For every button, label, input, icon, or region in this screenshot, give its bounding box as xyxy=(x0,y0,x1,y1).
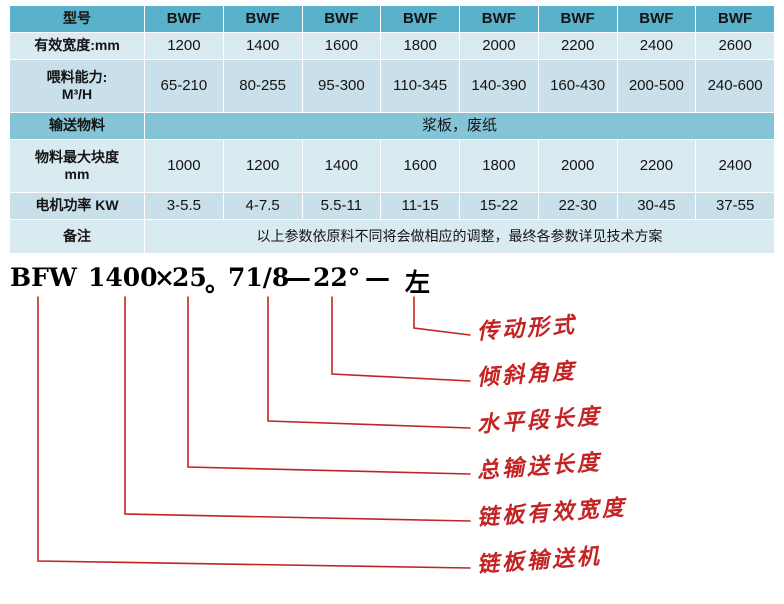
table-row-material: 输送物料 浆板，废纸 xyxy=(9,112,775,140)
model-code-part: 左 xyxy=(405,268,431,297)
value-cell: 37-55 xyxy=(695,192,775,220)
value-cell: 1600 xyxy=(380,139,460,193)
row-label: 喂料能力: M³/H xyxy=(9,59,145,113)
value-cell: 110-345 xyxy=(380,59,460,113)
model-code-part: — xyxy=(365,263,390,292)
value-cell: 1600 xyxy=(301,32,382,60)
value-cell: 140-390 xyxy=(459,59,539,113)
model-code-part: 1400 xyxy=(88,263,158,292)
callout-label-incline-angle: 倾斜角度 xyxy=(476,358,578,392)
model-code-part: BFW xyxy=(10,263,77,292)
value-cell: 2400 xyxy=(616,32,697,60)
model-code-part: 25 xyxy=(172,263,207,292)
value-cell: 160-430 xyxy=(537,59,618,113)
model-code-part: × xyxy=(154,263,175,292)
value-cell: 1800 xyxy=(380,32,460,60)
table-row-width: 有效宽度:mm 1200 1400 1600 1800 2000 2200 24… xyxy=(9,32,775,60)
callout-label-total-length: 总输送长度 xyxy=(476,449,603,485)
value-cell: 2400 xyxy=(695,139,775,193)
model-code-part: — xyxy=(286,263,311,292)
value-cell: 95-300 xyxy=(301,59,382,113)
value-cell: 1800 xyxy=(459,139,539,193)
value-cell: 2000 xyxy=(537,139,618,193)
value-cell: 80-255 xyxy=(222,59,303,113)
value-cell: 2200 xyxy=(616,139,697,193)
callout-label-horizontal-length: 水平段长度 xyxy=(476,403,603,439)
value-cell: BWF xyxy=(222,5,303,33)
value-cell: 200-500 xyxy=(616,59,697,113)
value-cell: 4-7.5 xyxy=(222,192,303,220)
table-row-max-size: 物料最大块度 mm 1000 1200 1400 1600 1800 2000 … xyxy=(9,139,775,193)
span-cell: 浆板，废纸 xyxy=(144,112,775,140)
callout-label-drive-type: 传动形式 xyxy=(476,312,578,346)
row-label: 备注 xyxy=(9,219,145,254)
row-label: 物料最大块度 mm xyxy=(9,139,145,193)
model-code: BFW 1400 × 25 。 71/8 — 22° — 左 xyxy=(0,263,784,301)
value-cell: BWF xyxy=(459,5,539,33)
row-label: 输送物料 xyxy=(9,112,145,140)
value-cell: 30-45 xyxy=(616,192,697,220)
model-code-part: 。 xyxy=(205,268,231,297)
row-label: 有效宽度:mm xyxy=(9,32,145,60)
value-cell: 2000 xyxy=(459,32,539,60)
span-cell: 以上参数依原料不同将会做相应的调整，最终各参数详见技术方案 xyxy=(144,219,775,254)
callout-label-conveyor-name: 链板输送机 xyxy=(476,543,603,579)
value-cell: BWF xyxy=(537,5,618,33)
value-cell: 22-30 xyxy=(537,192,618,220)
value-cell: BWF xyxy=(301,5,382,33)
value-cell: BWF xyxy=(695,5,775,33)
value-cell: 11-15 xyxy=(380,192,460,220)
value-cell: BWF xyxy=(616,5,697,33)
table-row-model: 型号 BWF BWF BWF BWF BWF BWF BWF BWF xyxy=(9,5,775,33)
spec-table: 型号 BWF BWF BWF BWF BWF BWF BWF BWF 有效宽度:… xyxy=(9,5,775,254)
value-cell: 1000 xyxy=(144,139,224,193)
table-row-motor-power: 电机功率 KW 3-5.5 4-7.5 5.5-11 11-15 15-22 2… xyxy=(9,192,775,220)
value-cell: 2600 xyxy=(695,32,775,60)
value-cell: 240-600 xyxy=(695,59,775,113)
table-row-remark: 备注 以上参数依原料不同将会做相应的调整，最终各参数详见技术方案 xyxy=(9,219,775,254)
value-cell: 1200 xyxy=(222,139,303,193)
model-code-part: 22° xyxy=(313,263,361,292)
value-cell: 5.5-11 xyxy=(301,192,382,220)
value-cell: BWF xyxy=(144,5,224,33)
value-cell: 2200 xyxy=(537,32,618,60)
value-cell: 1200 xyxy=(144,32,224,60)
row-label: 电机功率 KW xyxy=(9,192,145,220)
value-cell: 15-22 xyxy=(459,192,539,220)
value-cell: 1400 xyxy=(301,139,382,193)
value-cell: 3-5.5 xyxy=(144,192,224,220)
value-cell: 65-210 xyxy=(144,59,224,113)
callout-label-plate-width: 链板有效宽度 xyxy=(476,494,628,532)
value-cell: 1400 xyxy=(222,32,303,60)
model-code-part: 71/8 xyxy=(228,263,290,292)
value-cell: BWF xyxy=(380,5,460,33)
table-row-capacity: 喂料能力: M³/H 65-210 80-255 95-300 110-345 … xyxy=(9,59,775,113)
row-label: 型号 xyxy=(9,5,145,33)
